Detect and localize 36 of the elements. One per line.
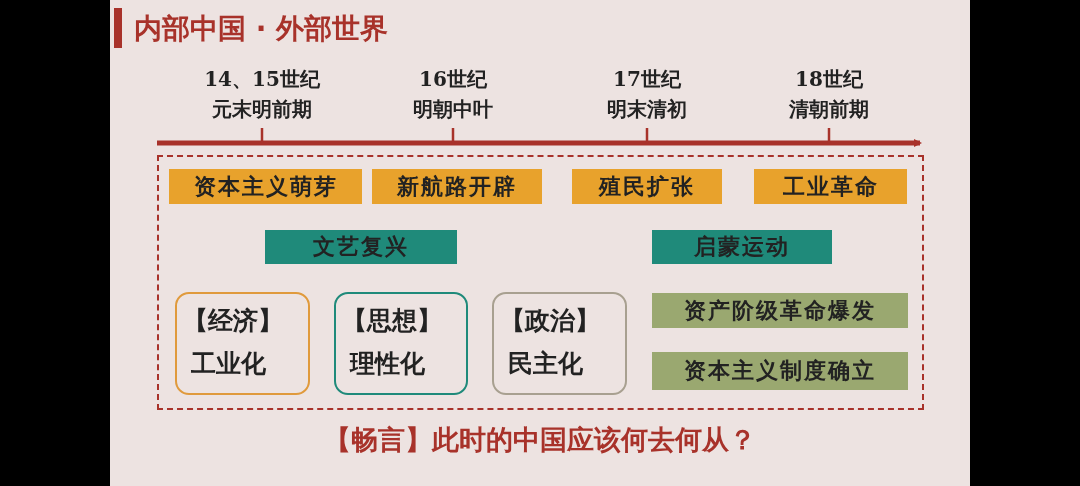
event-box bbox=[572, 169, 722, 204]
result-box bbox=[652, 352, 908, 390]
dashed-frame bbox=[157, 155, 924, 410]
box-text: 工业革命 bbox=[782, 172, 879, 201]
box-text: 资本主义制度确立 bbox=[684, 357, 876, 385]
box-text: 殖民扩张 bbox=[599, 172, 695, 201]
century-label: 18世纪 bbox=[794, 66, 864, 93]
aspect-card bbox=[175, 292, 310, 395]
period-label: 清朝前期 bbox=[788, 96, 870, 123]
card-text: 民主化 bbox=[507, 348, 584, 380]
card-heading: 【思想】 bbox=[342, 305, 443, 337]
event-box bbox=[754, 169, 907, 204]
aspect-card bbox=[334, 292, 468, 395]
card-heading: 【经济】 bbox=[183, 305, 284, 337]
aspect-card bbox=[492, 292, 627, 395]
century-label: 14、15世纪 bbox=[203, 66, 321, 93]
box-text: 新航路开辟 bbox=[397, 172, 517, 201]
event-box bbox=[169, 169, 362, 204]
movement-box bbox=[652, 230, 832, 264]
card-text: 理性化 bbox=[348, 348, 426, 380]
period-label: 元末明前期 bbox=[211, 96, 313, 123]
box-text: 文艺复兴 bbox=[313, 233, 409, 261]
period-label: 明末清初 bbox=[606, 96, 688, 123]
event-box bbox=[372, 169, 542, 204]
movement-box bbox=[265, 230, 457, 264]
card-heading: 【政治】 bbox=[500, 305, 601, 337]
period-label: 明朝中叶 bbox=[412, 96, 494, 123]
box-text: 资产阶级革命爆发 bbox=[684, 296, 876, 325]
century-label: 16世纪 bbox=[418, 66, 488, 93]
result-box bbox=[652, 293, 908, 328]
century-label: 17世纪 bbox=[612, 66, 682, 93]
card-text: 工业化 bbox=[190, 348, 267, 380]
box-text: 资本主义萌芽 bbox=[193, 172, 338, 201]
slide-title: 内部中国 · 外部世界 bbox=[134, 11, 389, 47]
question-caption: 【畅言】此时的中国应该何去何从？ bbox=[323, 423, 757, 457]
box-text: 启蒙运动 bbox=[694, 233, 790, 261]
